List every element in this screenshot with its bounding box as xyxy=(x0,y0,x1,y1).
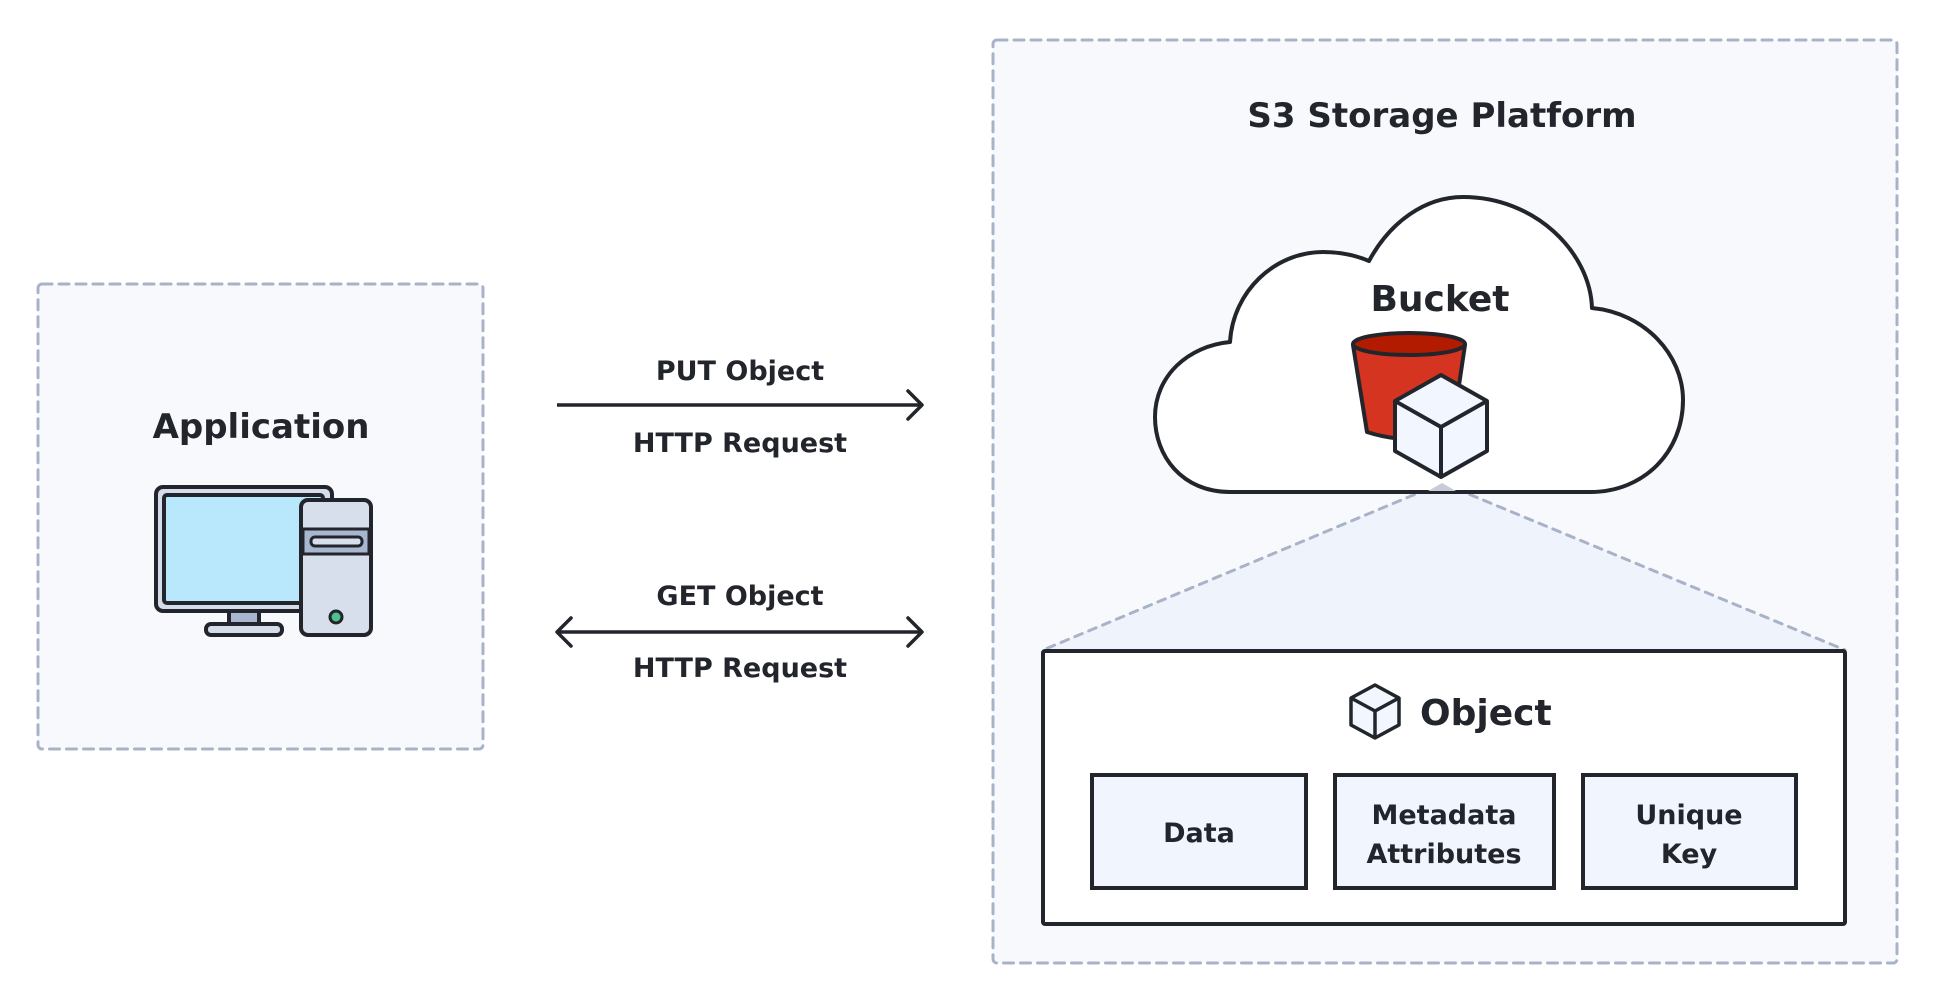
unique-key-box xyxy=(1581,773,1798,890)
monitor-base xyxy=(204,622,284,637)
cloud-apex-shadow xyxy=(1428,483,1456,491)
expansion-line-left xyxy=(1041,481,1444,652)
arrow-right-icon xyxy=(906,616,924,648)
object-part-metadata: Metadata Attributes xyxy=(1333,773,1556,890)
object-expansion-area xyxy=(1043,483,1845,650)
get-method-label: GET Object xyxy=(656,581,823,612)
unique-key-label-line1: Unique xyxy=(1635,800,1742,831)
bucket-label: Bucket xyxy=(1370,279,1509,320)
desktop-computer-icon xyxy=(154,485,373,637)
data-label: Data xyxy=(1163,818,1235,849)
s3-platform-title: S3 Storage Platform xyxy=(1247,96,1636,136)
data-box xyxy=(1090,773,1308,890)
object-box: Object Data Metadata Attributes Unique K… xyxy=(1041,649,1847,926)
expansion-line-right xyxy=(1440,481,1847,652)
unique-key-label-line2: Key xyxy=(1661,839,1718,870)
pc-drive-slot xyxy=(309,535,364,548)
object-part-unique-key: Unique Key xyxy=(1581,773,1798,890)
put-protocol-label: HTTP Request xyxy=(633,428,847,459)
get-protocol-label: HTTP Request xyxy=(633,653,847,684)
metadata-label-line1: Metadata xyxy=(1372,800,1517,831)
metadata-box xyxy=(1333,773,1556,890)
arrow-left-icon xyxy=(555,616,573,648)
power-led xyxy=(328,609,344,625)
object-label: Object xyxy=(1420,693,1552,734)
application-title: Application xyxy=(153,407,370,447)
get-request: GET Object HTTP Request xyxy=(555,581,924,684)
put-method-label: PUT Object xyxy=(656,356,824,387)
object-cube-icon xyxy=(1349,683,1401,740)
metadata-label-line2: Attributes xyxy=(1366,839,1521,870)
cube-icon xyxy=(1393,373,1489,479)
arrow-right-icon xyxy=(906,389,924,421)
s3-platform-panel: S3 Storage Platform Bucket xyxy=(991,38,1899,965)
bucket-rim xyxy=(1351,331,1467,357)
application-panel: Application xyxy=(36,282,485,751)
object-part-data: Data xyxy=(1090,773,1308,890)
put-request: PUT Object HTTP Request xyxy=(557,356,924,459)
